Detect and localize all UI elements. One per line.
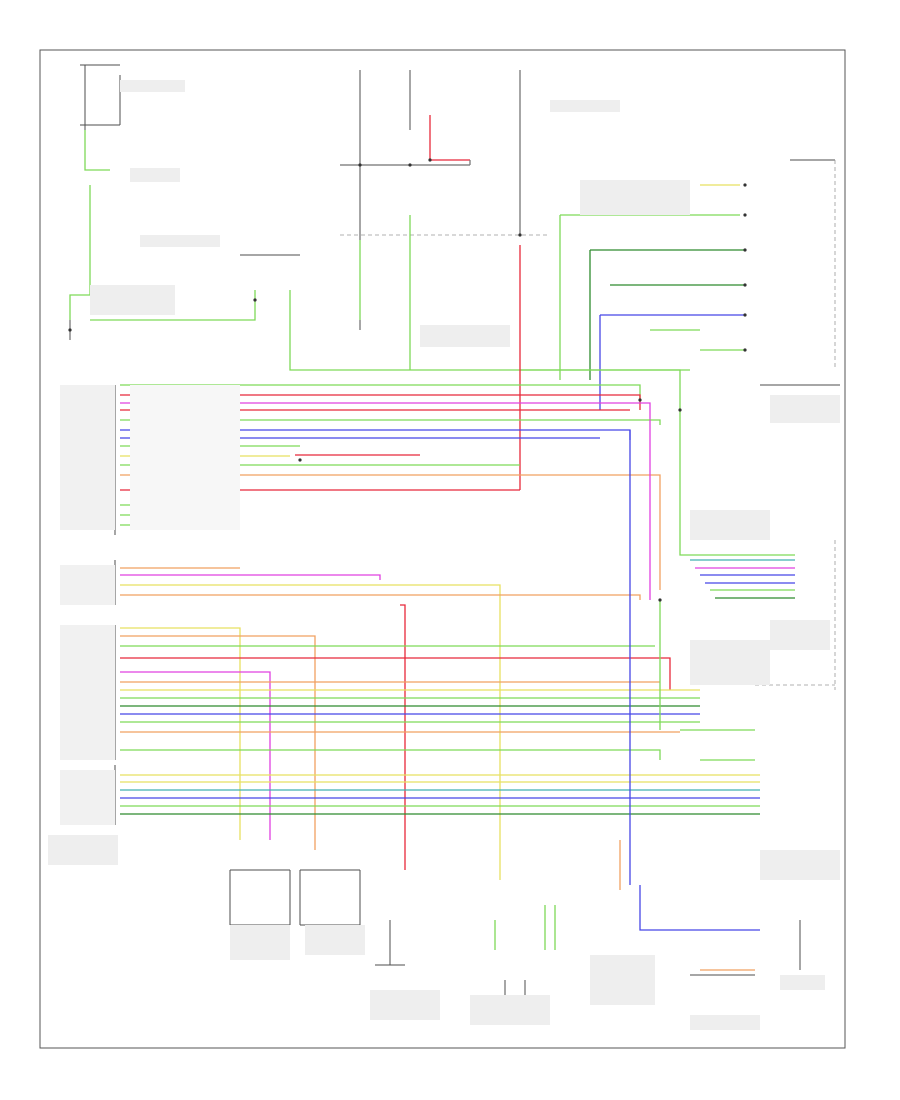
label-block (140, 235, 220, 247)
diagram-frame (39, 49, 846, 1049)
wire-magenta (120, 402, 651, 420)
label-block (370, 990, 440, 1020)
wire-green (120, 419, 661, 425)
splice-dot (743, 313, 747, 317)
pin-label-column (60, 565, 115, 605)
wire-green (84, 130, 110, 171)
label-block (690, 1015, 760, 1030)
label-block (48, 835, 118, 865)
label-block (120, 80, 185, 92)
wire-layer (69, 115, 795, 971)
splice-dot (253, 298, 257, 302)
label-block (305, 925, 365, 955)
connector-dots (68, 158, 747, 602)
label-block (690, 640, 770, 685)
wire-orange (120, 594, 641, 600)
wire-green (679, 410, 795, 556)
label-block (470, 995, 550, 1025)
label-block (550, 100, 620, 112)
label-block (770, 395, 840, 423)
label-block (770, 620, 830, 650)
wire-magenta (120, 574, 381, 580)
label-block (690, 510, 770, 540)
label-block (230, 925, 290, 960)
wire-red (120, 657, 671, 690)
splice-dot (678, 408, 682, 412)
wire-green (289, 290, 681, 410)
wire-blue (639, 885, 760, 931)
wire-yellow (120, 627, 241, 840)
wire-magenta (120, 671, 271, 840)
label-block (420, 325, 510, 347)
splice-dot (743, 213, 747, 217)
label-block (780, 975, 825, 990)
label-block (130, 168, 180, 182)
splice-dot (408, 163, 412, 167)
splice-dot (743, 283, 747, 287)
splice-dot (743, 248, 747, 252)
label-block (90, 285, 175, 315)
splice-dot (658, 598, 662, 602)
wire-red (120, 394, 641, 410)
splice-dot (68, 328, 72, 332)
label-block (580, 180, 690, 215)
wire-green (69, 185, 91, 320)
splice-dot (743, 183, 747, 187)
wire-orange (120, 635, 316, 850)
pin-label-column (60, 625, 115, 760)
label-blocks (48, 80, 840, 1030)
wire-green (120, 749, 661, 760)
splice-dot (358, 163, 362, 167)
splice-dot (743, 348, 747, 352)
wire-code-column (130, 385, 240, 530)
pin-label-column (60, 770, 115, 825)
splice-dot (428, 158, 432, 162)
wire-orange (120, 474, 661, 590)
pin-label-column (60, 385, 115, 530)
splice-dot (298, 458, 302, 462)
label-block (760, 850, 840, 880)
wire-red (400, 604, 406, 870)
label-block (590, 955, 655, 1005)
splice-dot (638, 398, 642, 402)
splice-dot (518, 233, 522, 237)
